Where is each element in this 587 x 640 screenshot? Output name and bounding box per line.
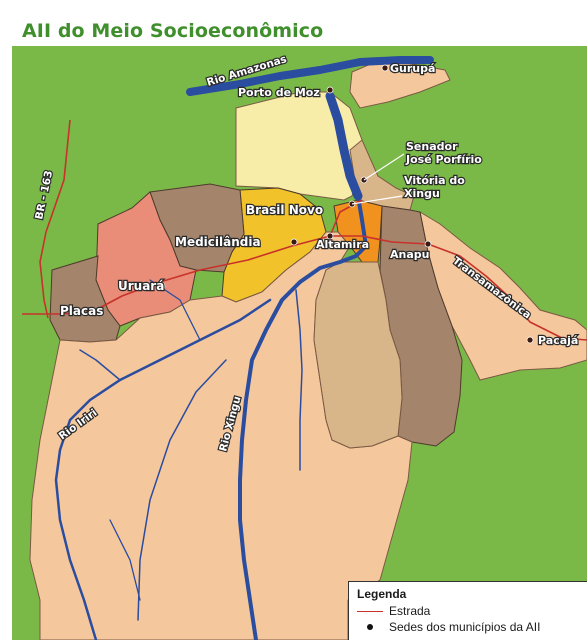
legend-road-label: Estrada <box>389 604 431 618</box>
city-dot-anapu <box>424 240 432 248</box>
city-dot-icon <box>357 624 383 630</box>
label-altamira: Altamira <box>316 238 369 251</box>
label-leaders <box>351 153 405 205</box>
label-anapu: Anapu <box>390 248 429 261</box>
city-dot-gurupa <box>381 64 389 72</box>
altamira-east-region[interactable] <box>313 261 403 449</box>
legend-seats-row: Sedes dos municípios da AII <box>357 619 587 635</box>
label-pacaja: Pacajá <box>538 334 578 347</box>
river-network <box>54 56 434 640</box>
label-medicilandia: Medicilândia <box>175 235 261 249</box>
road-line-icon <box>357 610 383 612</box>
label-porto-de-moz: Porto de Moz <box>238 86 320 99</box>
city-dot-uruara <box>158 282 166 290</box>
label-placas: Placas <box>60 304 103 318</box>
legend-box: Legenda Estrada Sedes dos municípios da … <box>348 581 587 640</box>
city-dot-altamira <box>326 232 334 240</box>
legend-title: Legenda <box>357 587 407 601</box>
city-dot-placas <box>96 308 104 316</box>
placas-region[interactable] <box>49 255 121 343</box>
legend-seats-label: Sedes dos municípios da AII <box>389 620 541 634</box>
city-dot-brasil-novo <box>290 238 298 246</box>
map-title: AII do Meio Socioeconômico <box>22 20 324 42</box>
city-dot-pacaja <box>526 336 534 344</box>
city-dot-porto-de-moz <box>326 86 334 94</box>
legend-road-row: Estrada <box>357 603 587 619</box>
label-brasil-novo: Brasil Novo <box>246 203 323 217</box>
city-markers <box>96 64 534 344</box>
label-gurupa: Gurupá <box>390 62 435 75</box>
label-uruara: Uruará <box>118 279 164 293</box>
